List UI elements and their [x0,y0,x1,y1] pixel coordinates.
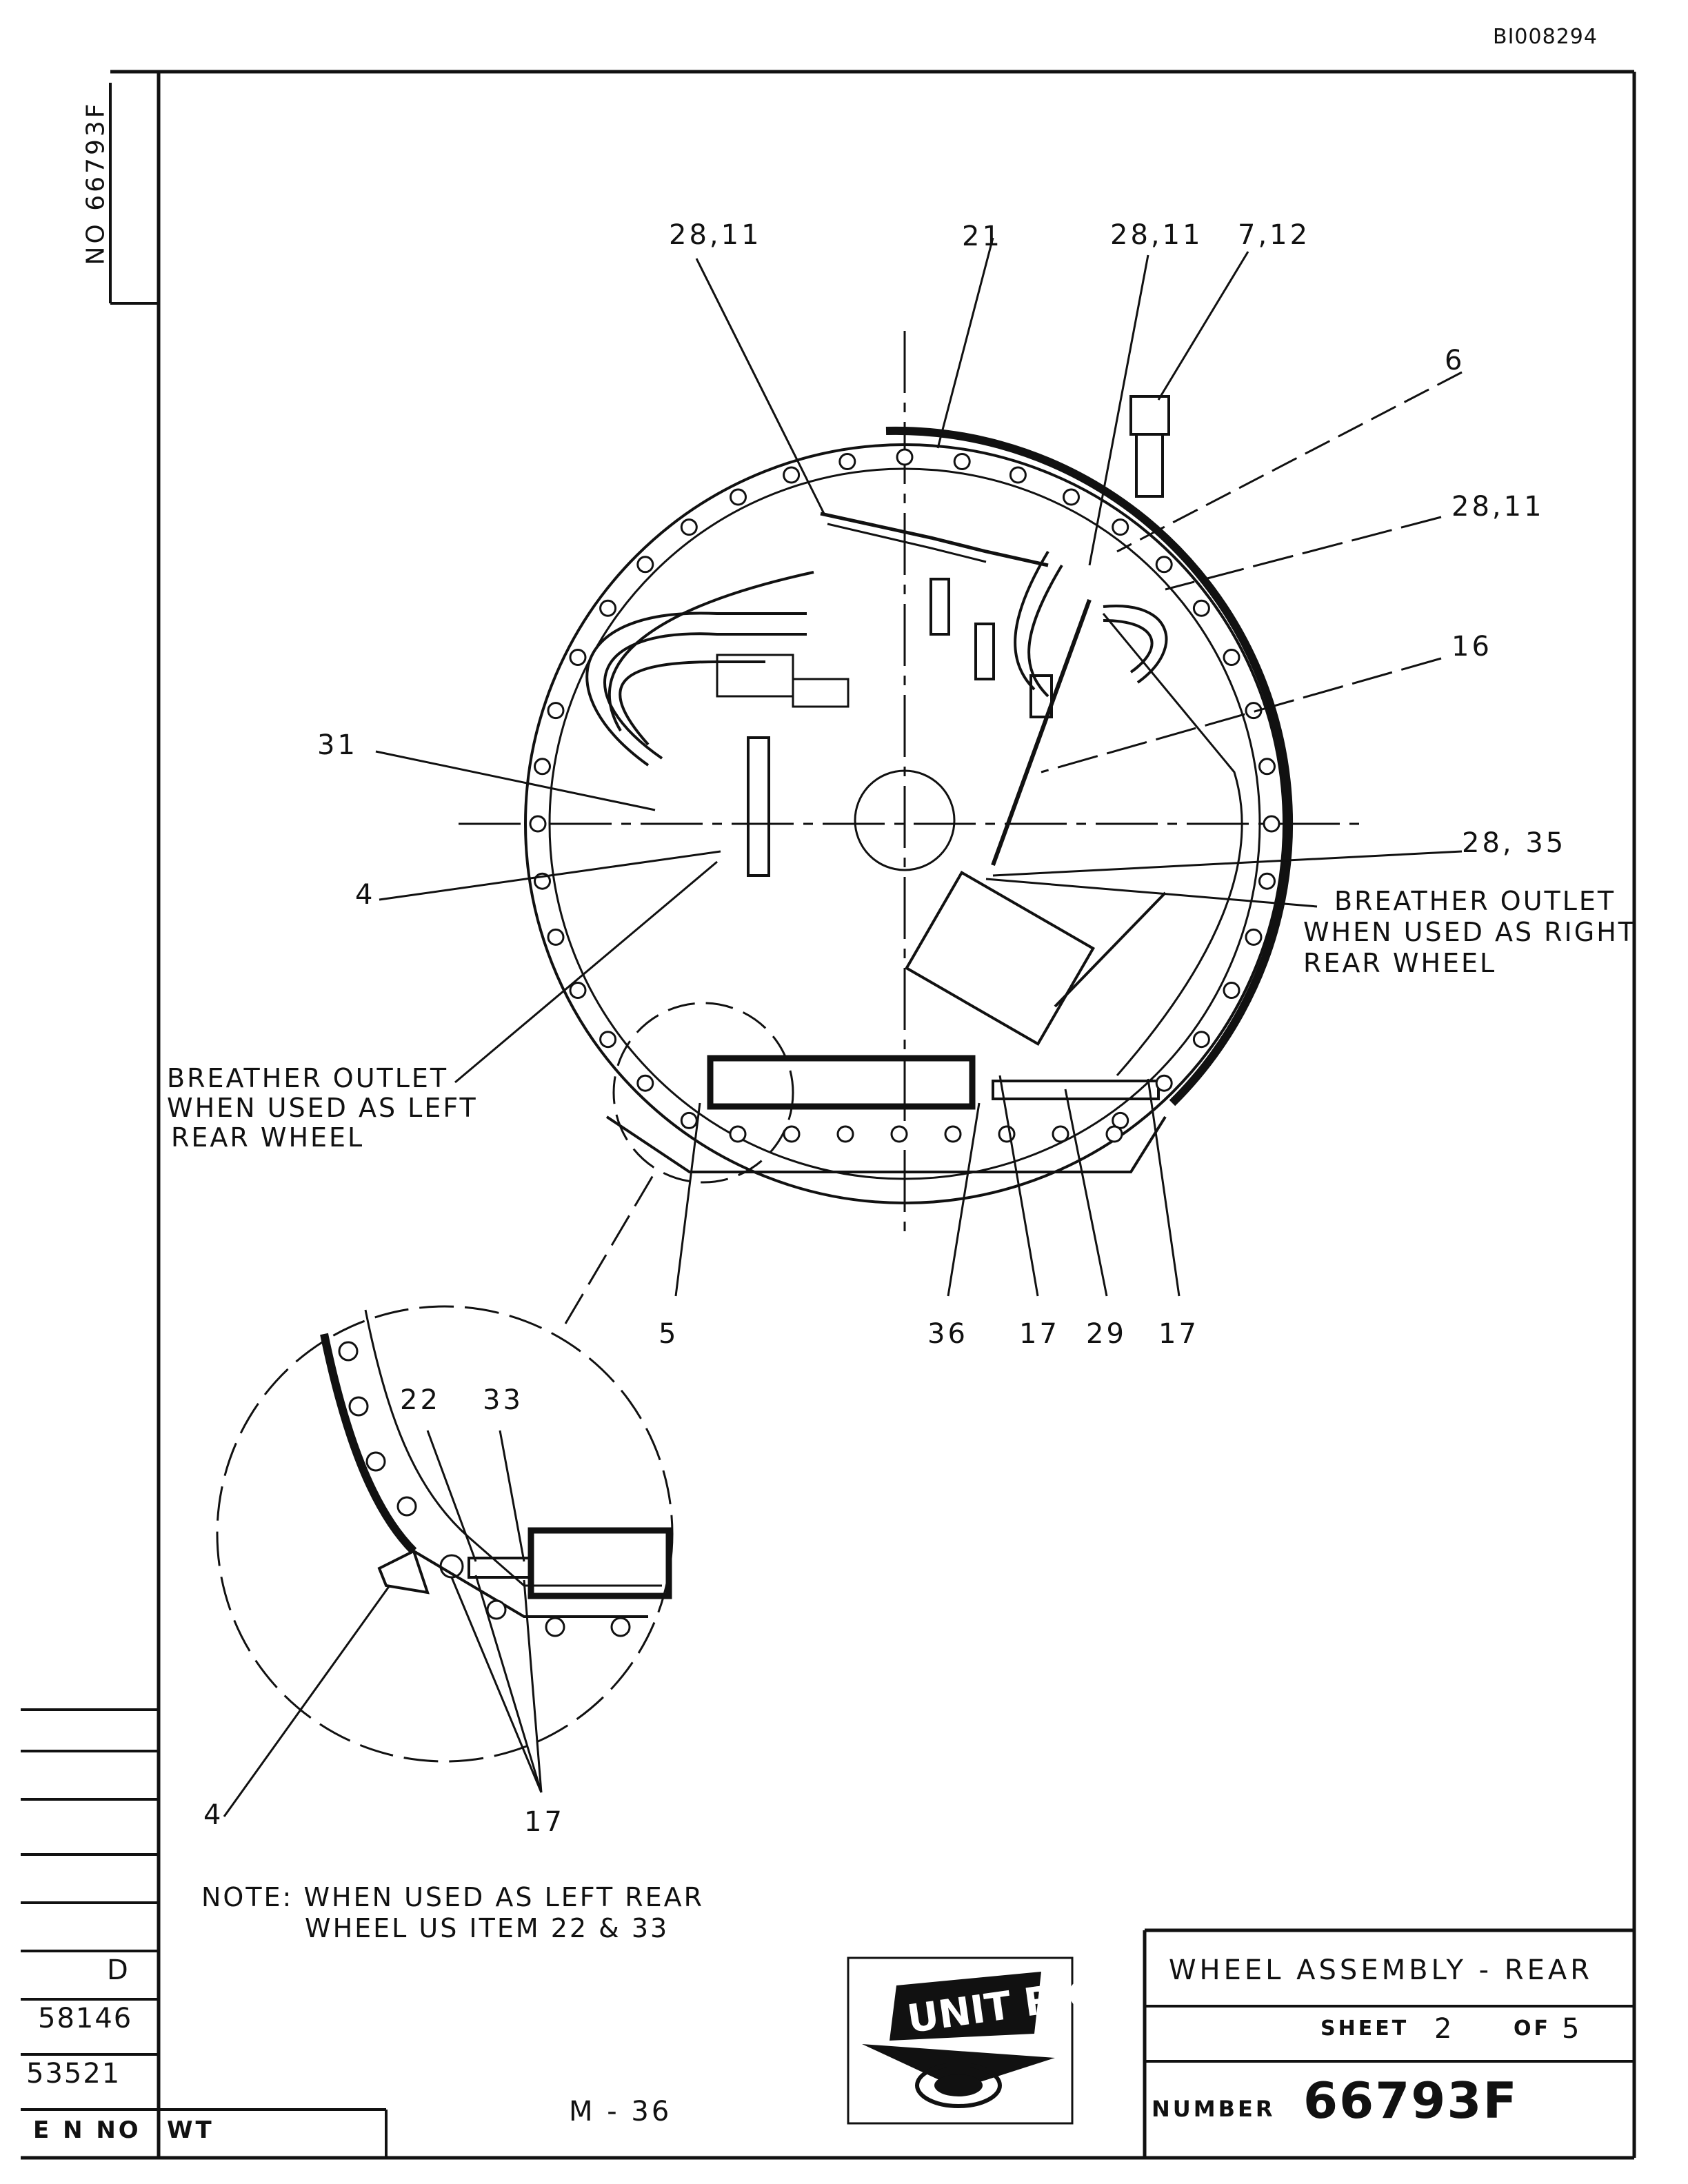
bolt-hole [1263,815,1280,833]
bolt-hole [680,1111,698,1129]
sheet-label: SHEET [1320,2016,1409,2041]
bolt-hole [569,649,587,666]
callout-4-detail: 4 [203,1799,224,1831]
detail-bolt-hole [348,1396,369,1417]
callout-28-11-right: 28,11 [1451,491,1545,523]
bolt-hole [836,1125,854,1143]
bolt-hole [569,982,587,999]
callout-6: 6 [1445,345,1465,376]
bolt-hole [783,1125,801,1143]
bolt-hole [1223,649,1240,666]
bolt-hole [1052,1125,1069,1143]
callout-28-11-top-left: 28,11 [669,219,762,251]
drawing-number: 66793F [1303,2072,1518,2130]
document-id: BI008294 [1493,25,1598,49]
breather-left-line3: REAR WHEEL [171,1122,365,1153]
callout-17-a: 17 [1019,1318,1060,1350]
bolt-hole [680,518,698,536]
revision-number-1: 58146 [38,2003,133,2034]
bolt-hole [1063,488,1080,506]
callout-4-main: 4 [355,879,376,911]
wt-label: WT [167,2116,214,2144]
callout-16: 16 [1451,631,1492,663]
drawing-title: WHEEL ASSEMBLY - REAR [1169,1954,1594,1986]
note-line2: WHEEL US ITEM 22 & 33 [305,1913,670,1943]
note-line1: NOTE: WHEN USED AS LEFT REAR [201,1882,705,1912]
detail-bolt-hole [396,1496,417,1517]
callout-28-35: 28, 35 [1462,827,1567,859]
breather-right-line2: WHEN USED AS RIGHT [1303,917,1636,947]
revision-number-2: 53521 [26,2058,121,2090]
page-code: M - 36 [569,2096,672,2127]
detail-bolt-hole [610,1617,631,1637]
bolt-holes [529,448,1280,1143]
bolt-hole [636,556,654,574]
callout-22: 22 [400,1384,441,1416]
callout-17-detail: 17 [524,1806,565,1838]
en-no-label: E N NO [33,2116,141,2144]
bolt-hole [783,466,801,484]
callout-36: 36 [927,1318,968,1350]
breather-right-line3: REAR WHEEL [1303,948,1497,978]
detail-bolt-holes [338,1341,631,1637]
bolt-hole [953,453,971,470]
callout-28-11-top-mid: 28,11 [1110,219,1203,251]
bolt-hole [944,1125,962,1143]
detail-bolt-hole [545,1617,565,1637]
callout-33: 33 [483,1384,523,1416]
callout-17-b: 17 [1158,1318,1199,1350]
wheel-assembly-view [459,331,1369,1241]
bolt-hole [1155,556,1173,574]
bolt-hole [1192,1031,1210,1049]
bolt-hole [890,1125,908,1143]
bolt-hole [1245,928,1263,946]
bolt-hole [1192,599,1210,617]
breather-left-line2: WHEN USED AS LEFT [167,1093,478,1123]
drawing-frame [21,70,1636,2160]
unit-rig-logo [862,1972,1055,2108]
bolt-hole [730,488,747,506]
detail-bolt-hole [365,1451,386,1472]
callout-21: 21 [962,221,1003,252]
callout-29: 29 [1086,1318,1127,1350]
callout-7-12: 7,12 [1238,219,1311,251]
breather-right-line1: BREATHER OUTLET [1334,886,1616,916]
bolt-hole [534,758,551,776]
bolt-hole [547,928,565,946]
side-drawing-number: NO 66793F [81,101,110,265]
callout-31: 31 [317,729,358,761]
revision-letter: D [107,1954,131,1986]
breather-left-line1: BREATHER OUTLET [167,1063,449,1093]
bolt-hole [1009,466,1027,484]
detail-view-circle [216,1171,674,1817]
bolt-hole [636,1074,654,1092]
bolt-hole [1258,758,1276,776]
bolt-hole [838,453,856,470]
bolt-hole [1258,872,1276,890]
sheet-number: 2 [1434,2013,1455,2045]
bolt-hole [729,1125,747,1143]
bolt-hole [1155,1074,1173,1092]
bolt-hole [599,599,617,617]
bolt-hole [998,1125,1016,1143]
bolt-hole [529,815,547,833]
bolt-hole [896,448,914,466]
bolt-hole [1105,1125,1123,1143]
bolt-hole [599,1031,617,1049]
bolt-hole [1223,982,1240,999]
leader-lines [375,237,1463,1297]
sheet-total: 5 [1562,2013,1582,2045]
of-label: OF [1514,2016,1551,2041]
callout-5: 5 [659,1318,679,1350]
bolt-hole [1112,518,1129,536]
number-label: NUMBER [1152,2096,1276,2122]
detail-bolt-hole [486,1599,507,1620]
detail-bolt-hole [338,1341,359,1362]
bolt-hole [547,702,565,720]
